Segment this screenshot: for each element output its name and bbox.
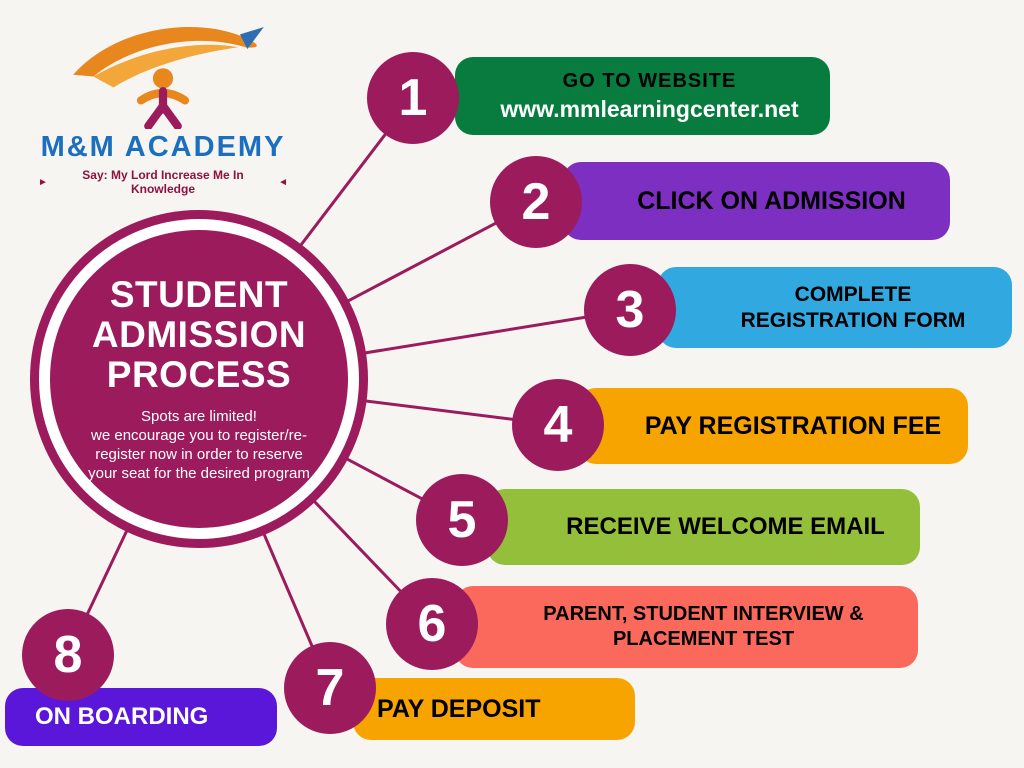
step-6-label: PARENT, STUDENT INTERVIEW & PLACEMENT TE… xyxy=(543,603,864,650)
step-2-bar: CLICK ON ADMISSION xyxy=(563,162,950,240)
center-title-line-2: ADMISSION xyxy=(91,313,307,355)
step-7-number-badge: 7 xyxy=(284,642,376,734)
step-7-label: PAY DEPOSIT xyxy=(377,694,541,723)
logo-bird-swoosh-icon xyxy=(73,26,264,129)
step-5-label: RECEIVE WELCOME EMAIL xyxy=(566,513,885,540)
step-5-number-badge: 5 xyxy=(416,474,508,566)
tagline-text: Say: My Lord Increase Me In Knowledge xyxy=(82,168,244,196)
tagline-arrow-left-icon: ► xyxy=(38,176,48,188)
academy-tagline: ► Say: My Lord Increase Me In Knowledge … xyxy=(38,168,288,196)
step-2-number-badge: 2 xyxy=(490,156,582,248)
step-1-bar: GO TO WEBSITE www.mmlearningcenter.net xyxy=(455,57,830,135)
step-3-label: COMPLETE REGISTRATION FORM xyxy=(740,283,966,332)
step-4-number-badge: 4 xyxy=(512,379,604,471)
center-title: STUDENT ADMISSION PROCESS xyxy=(91,273,307,395)
step-8-number-badge: 8 xyxy=(22,609,114,701)
step-7-bar: PAY DEPOSIT xyxy=(353,678,635,740)
center-note: Spots are limited! we encourage you to r… xyxy=(83,407,315,484)
step-8-bar: ON BOARDING xyxy=(5,688,277,746)
step-8-label: ON BOARDING xyxy=(35,703,209,730)
tagline-arrow-right-icon: ◄ xyxy=(278,176,288,188)
center-title-line-1: STUDENT xyxy=(109,273,289,315)
step-1-label: GO TO WEBSITE xyxy=(562,69,737,92)
step-3-bar: COMPLETE REGISTRATION FORM xyxy=(658,267,1012,348)
center-circle: STUDENT ADMISSION PROCESS Spots are limi… xyxy=(30,210,368,548)
center-title-line-3: PROCESS xyxy=(106,353,292,395)
step-4-bar: PAY REGISTRATION FEE xyxy=(578,388,968,464)
center-note-headline: Spots are limited! xyxy=(141,407,257,425)
academy-name: M&M ACADEMY xyxy=(40,131,286,163)
step-4-label: PAY REGISTRATION FEE xyxy=(644,411,942,440)
step-5-bar: RECEIVE WELCOME EMAIL xyxy=(487,489,920,565)
center-circle-body: STUDENT ADMISSION PROCESS Spots are limi… xyxy=(50,230,348,528)
logo: M&M ACADEMY ► Say: My Lord Increase Me I… xyxy=(38,14,288,196)
step-6-bar: PARENT, STUDENT INTERVIEW & PLACEMENT TE… xyxy=(455,586,918,668)
step-3-number-badge: 3 xyxy=(584,264,676,356)
center-note-body: we encourage you to register/re-register… xyxy=(88,426,310,483)
step-1-number-badge: 1 xyxy=(367,52,459,144)
step-2-label: CLICK ON ADMISSION xyxy=(637,186,906,215)
step-6-number-badge: 6 xyxy=(386,578,478,670)
step-1-website-url: www.mmlearningcenter.net xyxy=(500,95,799,122)
